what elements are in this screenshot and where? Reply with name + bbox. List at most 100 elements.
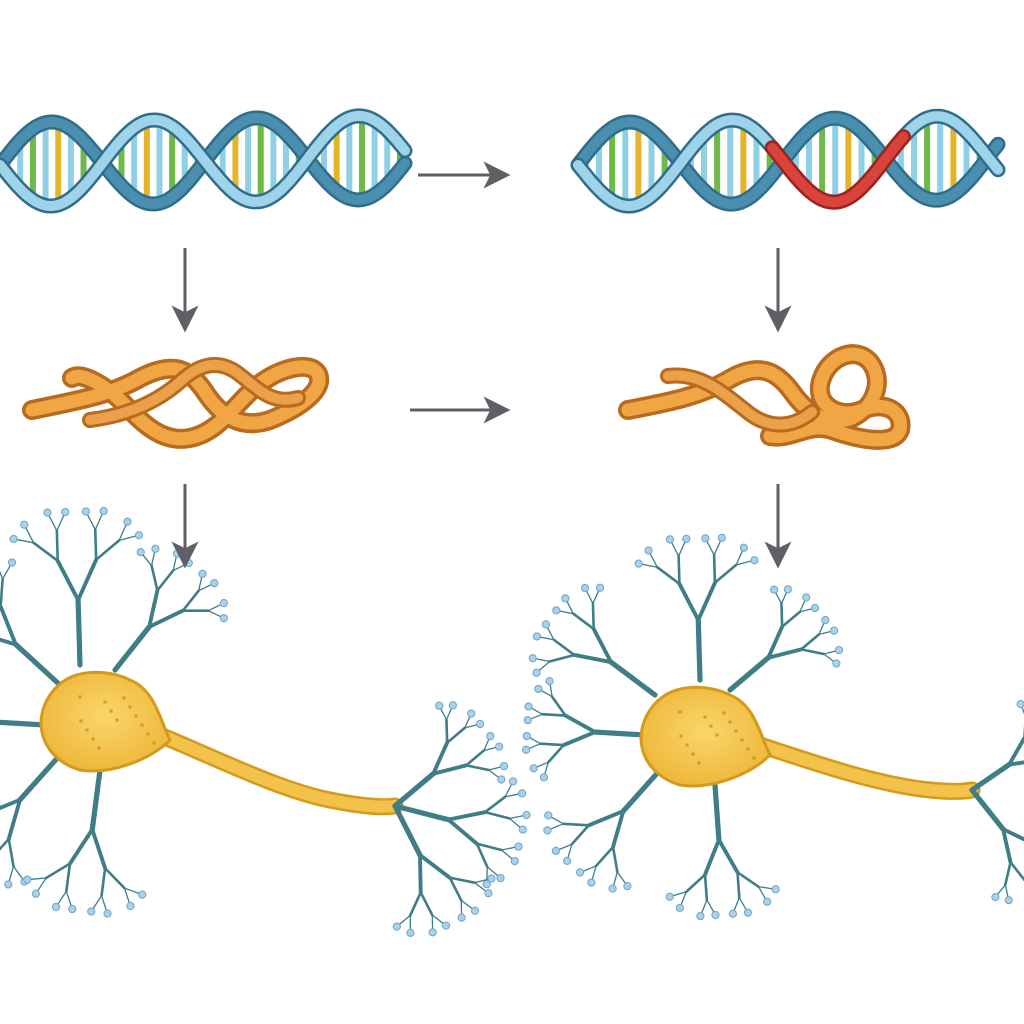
- dendrite-tip: [728, 909, 737, 918]
- dendrite-tip: [701, 534, 710, 543]
- organelle-dot: [122, 696, 126, 700]
- dendrite-tip: [587, 878, 596, 887]
- dendrite-tip: [580, 584, 590, 593]
- dendrite-branch: [655, 565, 681, 586]
- dendrite-branch: [112, 624, 152, 673]
- dendrite-branch: [408, 891, 423, 917]
- dendrite-tip: [497, 775, 506, 784]
- dendrite-branch: [611, 809, 626, 849]
- dendrite-branch: [780, 602, 784, 629]
- dendrite-branch: [570, 823, 591, 846]
- organelle-dot: [752, 756, 756, 760]
- dendrite-branch: [572, 612, 595, 631]
- dendrite-branch: [32, 541, 60, 563]
- dendrite-tip: [448, 701, 457, 710]
- dendrite-branch: [147, 588, 160, 629]
- dendrite-tip: [68, 904, 77, 914]
- dendrite-tip: [81, 507, 90, 516]
- dendrite-branch: [548, 653, 576, 663]
- dendrite-branch: [417, 853, 452, 880]
- dendrite-tip: [522, 810, 531, 820]
- dendrite-tip: [665, 535, 675, 544]
- dendrite-branch: [103, 866, 126, 890]
- dendrite-branch: [446, 810, 487, 822]
- dendrite-tip: [126, 901, 135, 911]
- dendrite-tip: [487, 874, 496, 883]
- dendrite-branch: [766, 624, 785, 660]
- dendrite-tip: [43, 508, 52, 517]
- folded-protein: [22, 356, 330, 449]
- dendrite-branch: [65, 862, 72, 893]
- neuron-cell-body: [639, 685, 772, 788]
- dendrite-branch: [1007, 736, 1024, 767]
- axon: [154, 729, 401, 813]
- organelle-dot: [709, 724, 713, 728]
- organelle-dot: [715, 733, 719, 737]
- dendrite-tip: [521, 745, 531, 754]
- dendrite-tip: [219, 599, 228, 608]
- dendrite-branch: [591, 602, 595, 631]
- dendrite-branch: [93, 528, 98, 561]
- dendrite-branch: [1001, 827, 1024, 842]
- dendrite-tip: [475, 719, 485, 729]
- dendrite-tip: [534, 684, 543, 694]
- dendrite-tip: [717, 533, 726, 542]
- dendrite-tip: [1004, 896, 1013, 905]
- dendrite-tip: [198, 569, 207, 578]
- dendrite-branch: [695, 617, 703, 683]
- dendrite-branch: [586, 809, 626, 828]
- dendrite-tip: [514, 842, 523, 851]
- dendrite-branch: [7, 837, 15, 868]
- dendrite-branch: [1001, 827, 1013, 865]
- normal-neuron: [0, 506, 531, 937]
- organelle-dot: [85, 728, 89, 732]
- dendrite-branch: [712, 553, 717, 585]
- normal-dna-helix: [0, 108, 413, 214]
- dendrite-tip: [392, 922, 401, 931]
- dendrite-branch: [541, 712, 567, 717]
- organelle-dot: [97, 746, 101, 750]
- organelle-dot: [128, 705, 132, 709]
- dendrite-tip: [151, 544, 160, 553]
- organelle-dot: [728, 720, 732, 724]
- dendrite-branch: [0, 837, 11, 851]
- dendrite-tip: [495, 742, 504, 751]
- dendrite-tip: [467, 709, 476, 718]
- dendrite-tip: [428, 928, 437, 937]
- dendrite-tip: [834, 645, 844, 655]
- dendrite-branch: [727, 655, 771, 693]
- dendrite-tip: [134, 531, 144, 540]
- dendrite-branch: [0, 577, 4, 608]
- dendrite-tip: [51, 902, 61, 912]
- dendrite-tip: [711, 910, 720, 920]
- dendrite-branch: [1003, 861, 1012, 887]
- dendrite-tip: [832, 659, 841, 668]
- dendrite-branch: [736, 871, 760, 888]
- dendrite-branch: [55, 529, 60, 563]
- dendrite-tip: [103, 909, 112, 918]
- dendrite-branch: [969, 787, 1006, 832]
- dendrite-branch: [55, 558, 81, 602]
- dendrite-branch: [6, 797, 22, 841]
- organelle-dot: [152, 741, 156, 745]
- dendrite-branch: [713, 563, 738, 585]
- dendrite-branch: [799, 648, 826, 656]
- dendrite-tip: [518, 789, 527, 798]
- dendrite-tip: [523, 716, 532, 725]
- dendrite-branch: [0, 797, 22, 811]
- dendrite-branch: [703, 873, 709, 902]
- organelle-dot: [685, 743, 689, 747]
- dendrite-tip: [528, 654, 537, 663]
- dendrite-branch: [799, 633, 821, 651]
- dendrite-tip: [644, 546, 653, 555]
- dendrite-tip: [810, 603, 820, 613]
- dendrite-branch: [448, 876, 476, 885]
- dendrite-branch: [445, 726, 467, 745]
- dendrite-tip: [20, 520, 29, 529]
- dendrite-tip: [172, 549, 182, 558]
- dendrite-tip: [551, 846, 560, 855]
- dendrite-branch: [611, 845, 619, 874]
- dendrite-tip: [508, 777, 518, 786]
- dendrite-branch: [712, 782, 722, 843]
